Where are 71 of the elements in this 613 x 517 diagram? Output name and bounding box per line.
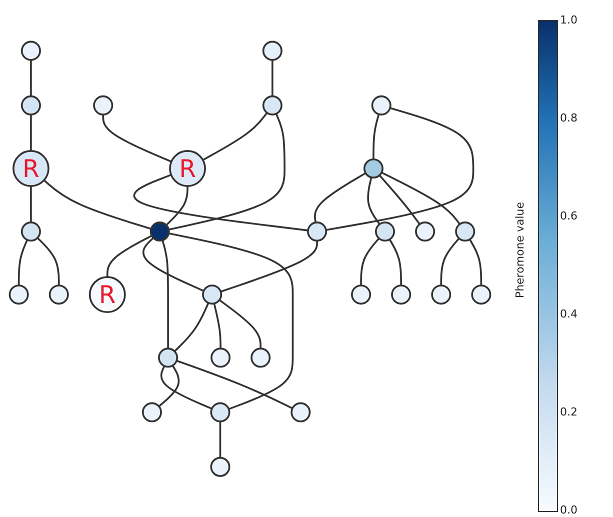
connector bbox=[367, 176, 380, 224]
node-circle bbox=[307, 221, 328, 242]
connector bbox=[142, 236, 204, 292]
connector bbox=[176, 360, 293, 409]
node-circle bbox=[169, 150, 206, 187]
connector bbox=[36, 236, 60, 286]
connector bbox=[440, 237, 460, 286]
node-circle bbox=[262, 40, 282, 60]
node-circle bbox=[8, 284, 29, 304]
connector bbox=[102, 114, 172, 162]
tick-label: 0.2 bbox=[560, 406, 578, 418]
tick-label: 1.0 bbox=[560, 14, 578, 26]
node-circle bbox=[371, 95, 392, 116]
node-circle bbox=[20, 40, 41, 60]
node-circle bbox=[12, 150, 50, 187]
node-circle bbox=[262, 95, 282, 116]
node-circle bbox=[142, 402, 162, 422]
node-circle bbox=[455, 221, 476, 242]
axis-title: Pheromone value bbox=[514, 202, 526, 298]
connector bbox=[326, 106, 474, 231]
node-circle bbox=[363, 158, 384, 178]
node-circle bbox=[20, 221, 41, 242]
connector bbox=[272, 60, 274, 96]
connector bbox=[30, 114, 32, 151]
connector bbox=[133, 174, 308, 231]
connector bbox=[43, 179, 152, 230]
tick-label: 0.8 bbox=[560, 112, 578, 124]
node-circle bbox=[202, 284, 222, 304]
connector bbox=[160, 365, 212, 410]
connector bbox=[30, 60, 32, 96]
node-circle bbox=[415, 221, 436, 242]
node-circle bbox=[150, 221, 170, 242]
connector bbox=[372, 114, 380, 160]
connector bbox=[314, 172, 366, 222]
network-graph: R R R bbox=[0, 32, 500, 486]
node-circle bbox=[210, 456, 230, 477]
connector bbox=[174, 302, 210, 352]
node-circle bbox=[351, 284, 372, 304]
connector bbox=[381, 171, 460, 224]
node-circle bbox=[48, 284, 69, 304]
tick-label: 0.6 bbox=[560, 210, 578, 222]
connector bbox=[468, 238, 482, 286]
connector bbox=[388, 238, 402, 286]
connector bbox=[18, 239, 28, 286]
connector bbox=[202, 112, 268, 160]
node-circle bbox=[20, 95, 41, 116]
connector bbox=[218, 298, 262, 348]
connector bbox=[213, 302, 222, 348]
connector bbox=[158, 364, 180, 407]
connector bbox=[378, 174, 420, 224]
node-circle bbox=[210, 402, 230, 422]
connector bbox=[30, 186, 32, 222]
connector bbox=[162, 240, 169, 348]
node-circle bbox=[250, 347, 271, 368]
node-circle bbox=[290, 402, 311, 422]
connector bbox=[219, 421, 222, 458]
node-circle bbox=[431, 284, 452, 304]
node-circle bbox=[391, 284, 412, 304]
connector bbox=[106, 234, 152, 277]
tick-label: 0.4 bbox=[560, 308, 578, 320]
node-circle bbox=[93, 95, 114, 116]
node-circle bbox=[158, 347, 178, 368]
node-circle bbox=[88, 276, 126, 313]
connector bbox=[168, 232, 294, 410]
node-circle bbox=[471, 284, 492, 304]
connector bbox=[220, 240, 318, 292]
node-circle bbox=[374, 221, 396, 242]
connector bbox=[360, 237, 380, 286]
connector bbox=[166, 186, 188, 226]
tick-label: 0.0 bbox=[560, 504, 578, 516]
node-circle bbox=[210, 347, 231, 368]
